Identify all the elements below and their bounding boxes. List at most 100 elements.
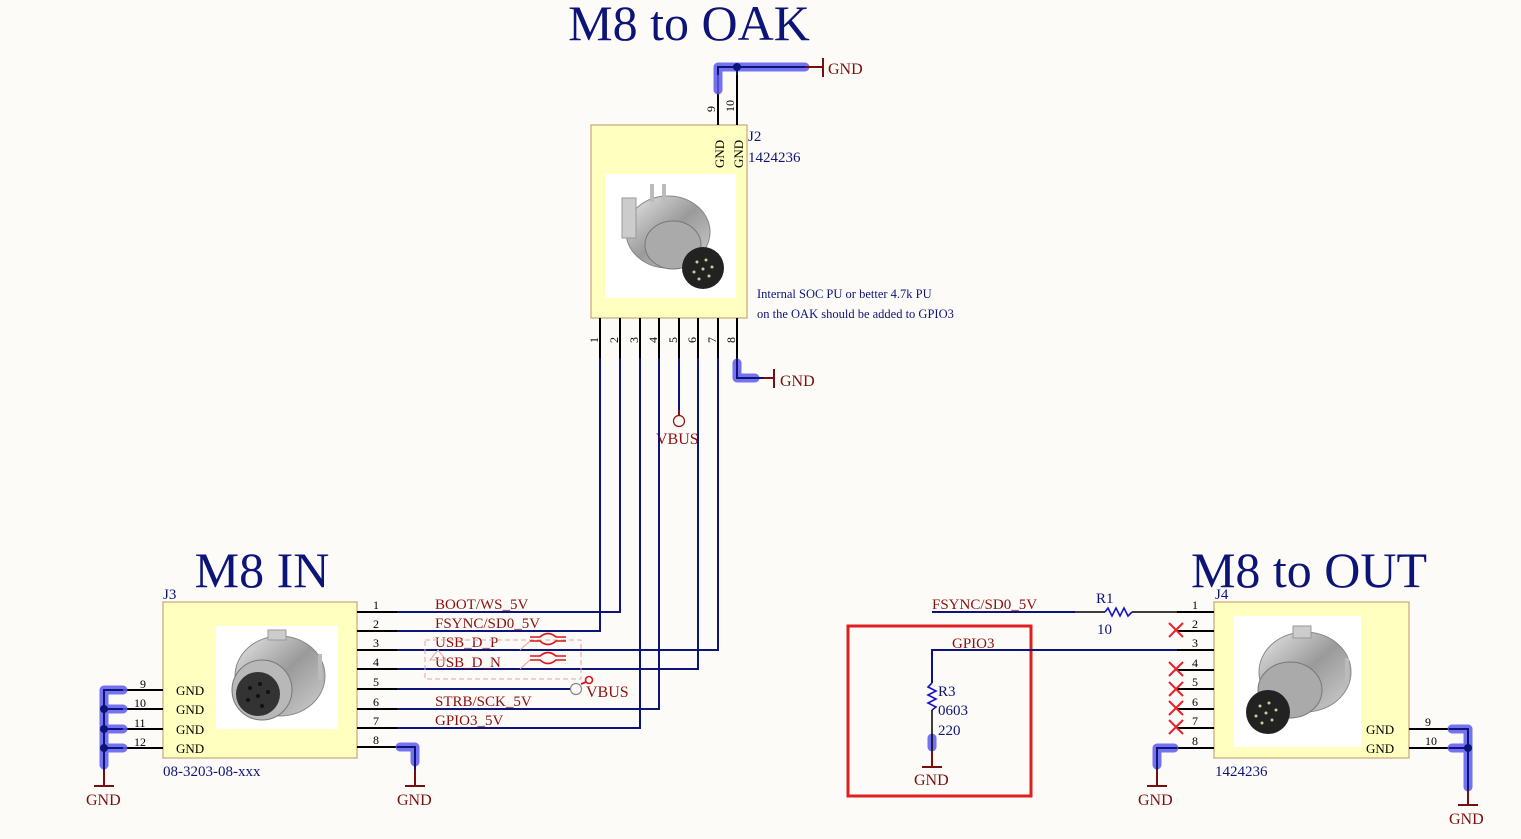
j2-pin-10-number: 10 [723, 100, 737, 112]
j3-pin-7-number: 7 [373, 714, 379, 728]
j3-pin-11-number: 11 [134, 716, 146, 730]
j3-pin-11-name: GND [176, 722, 204, 737]
resistor-r3[interactable]: R3 0603 220 [926, 682, 968, 739]
no-connect-icon[interactable] [1168, 622, 1184, 638]
net-label-usb-d-p[interactable]: USB_D_P [435, 635, 498, 651]
net-label-usb-d-n[interactable]: USB_D_N [435, 655, 501, 671]
j4-pin-3-number: 3 [1192, 636, 1198, 650]
j4-pin-6-number: 6 [1192, 695, 1198, 709]
note-line-2: on the OAK should be added to GPIO3 [757, 307, 954, 321]
wire-usb-d-p[interactable] [377, 358, 719, 651]
bus-wires-j2-j3 [377, 358, 719, 729]
gnd-symbol [1147, 770, 1167, 787]
no-connect-icon[interactable] [1168, 681, 1184, 697]
m8-male-connector-icon [1246, 625, 1352, 734]
no-connect-icon[interactable] [1168, 700, 1184, 716]
r3-designator: R3 [938, 684, 956, 700]
j2-part-number: 1424236 [748, 150, 801, 166]
component-j4[interactable]: J4 1424236 1 2 3 4 [1168, 587, 1449, 780]
gnd-label: GND [780, 373, 815, 390]
component-j3[interactable]: J3 08-3203-08-xxx 1 2 3 4 [123, 587, 397, 780]
differential-pair-directive[interactable] [424, 632, 582, 680]
no-connect-icon[interactable] [1168, 661, 1184, 677]
net-gpio3[interactable]: GPIO3 [931, 636, 1177, 683]
note-line-1: Internal SOC PU or better 4.7k PU [757, 287, 932, 301]
wire-fsync[interactable] [377, 358, 601, 632]
gnd-symbol [764, 369, 775, 388]
net-gnd-j2-top[interactable]: GND [713, 58, 863, 95]
no-connect-icon[interactable] [1168, 719, 1184, 735]
j4-pin-9-name: GND [1366, 722, 1394, 737]
gnd-symbol [405, 770, 425, 787]
junction-dot [1464, 744, 1472, 752]
net-vbus-j3[interactable]: VBUS [569, 675, 629, 702]
wire-strb-sck[interactable] [377, 358, 660, 710]
gnd-symbol [94, 770, 114, 787]
gnd-symbol [922, 752, 942, 768]
net-label-boot-ws[interactable]: BOOT/WS_5V [435, 597, 529, 613]
net-gnd-j4-right[interactable]: GND [1447, 724, 1484, 828]
net-gnd-r3[interactable]: GND [914, 710, 949, 789]
title-m8-to-oak: M8 to OAK [568, 0, 810, 51]
component-j2[interactable]: J2 1424236 9 10 GND GND 1 2 3 4 5 6 7 8 [587, 75, 801, 358]
j3-pin-1-number: 1 [373, 598, 379, 612]
net-gnd-j2-pin8[interactable]: GND [732, 358, 815, 390]
j2-designator: J2 [748, 129, 761, 145]
junction-dot [733, 63, 741, 71]
no-connect-markers [1168, 622, 1184, 735]
j3-net-labels: BOOT/WS_5V FSYNC/SD0_5V USB_D_P USB_D_N … [435, 597, 540, 729]
selection-box[interactable] [846, 624, 1033, 798]
net-label-strb-sck[interactable]: STRB/SCK_5V [435, 694, 532, 710]
net-gnd-j3-pin8[interactable]: GND [395, 742, 432, 809]
vbus-port-icon [672, 414, 686, 428]
j4-pin-7-number: 7 [1192, 714, 1198, 728]
j2-pin-9-name: GND [712, 140, 727, 168]
net-vbus-j2[interactable]: VBUS [656, 358, 699, 448]
j2-pin-4-number: 4 [646, 337, 660, 343]
j4-pin-10-name: GND [1366, 741, 1394, 756]
gnd-symbol [805, 58, 824, 77]
j2-pin-7-number: 7 [705, 337, 719, 343]
j3-pin-4-number: 4 [373, 655, 379, 669]
resistor-r1[interactable]: R1 10 [1096, 591, 1133, 638]
j3-pin-10-name: GND [176, 702, 204, 717]
net-label-fsync-out[interactable]: FSYNC/SD0_5V [932, 597, 1037, 613]
net-gnd-j4-pin8[interactable]: GND [1138, 743, 1179, 809]
j2-pin-8-number: 8 [724, 337, 738, 343]
j4-part-number: 1424236 [1215, 764, 1268, 780]
gnd-label: GND [397, 792, 432, 809]
j4-pin-5-number: 5 [1192, 675, 1198, 689]
r3-value: 220 [938, 723, 961, 739]
j3-left-pins: 9 10 11 12 GND GND GND GND [123, 677, 204, 756]
net-label-fsync[interactable]: FSYNC/SD0_5V [435, 616, 540, 632]
j4-pin-4-number: 4 [1192, 656, 1198, 670]
m8-female-connector-icon [231, 629, 326, 721]
wire-usb-d-n[interactable] [377, 358, 699, 670]
j4-pin-9-number: 9 [1425, 715, 1431, 729]
j3-pin-6-number: 6 [373, 695, 379, 709]
net-gnd-j3-left[interactable]: GND [86, 685, 128, 809]
resistor-icon [1104, 606, 1133, 618]
wire-gpio3-5v[interactable] [377, 358, 641, 729]
gnd-symbol [1458, 790, 1478, 806]
j4-left-pins: 1 2 3 4 5 6 7 8 [1177, 598, 1214, 749]
j4-pin-2-number: 2 [1192, 617, 1198, 631]
j3-right-pins: 1 2 3 4 5 6 7 8 [357, 598, 397, 748]
gnd-label: GND [1138, 792, 1173, 809]
j2-pin-6-number: 6 [685, 337, 699, 343]
wire-boot-ws[interactable] [377, 358, 621, 613]
j3-pin-12-number: 12 [134, 735, 146, 749]
r3-footprint: 0603 [938, 703, 968, 719]
j3-pin-12-name: GND [176, 741, 204, 756]
j2-pin-3-number: 3 [627, 337, 641, 343]
vbus-label: VBUS [586, 684, 629, 701]
m8-male-connector-icon [621, 184, 724, 289]
net-label-gpio3-5v[interactable]: GPIO3_5V [435, 713, 504, 729]
net-fsync-out[interactable]: FSYNC/SD0_5V [932, 597, 1177, 613]
j4-right-pins: 9 10 GND GND [1366, 715, 1449, 756]
title-m8-to-out: M8 to OUT [1191, 542, 1427, 598]
j3-part-number: 08-3203-08-xxx [163, 764, 261, 780]
j3-pin-5-number: 5 [373, 675, 379, 689]
net-label-gpio3[interactable]: GPIO3 [952, 636, 995, 652]
